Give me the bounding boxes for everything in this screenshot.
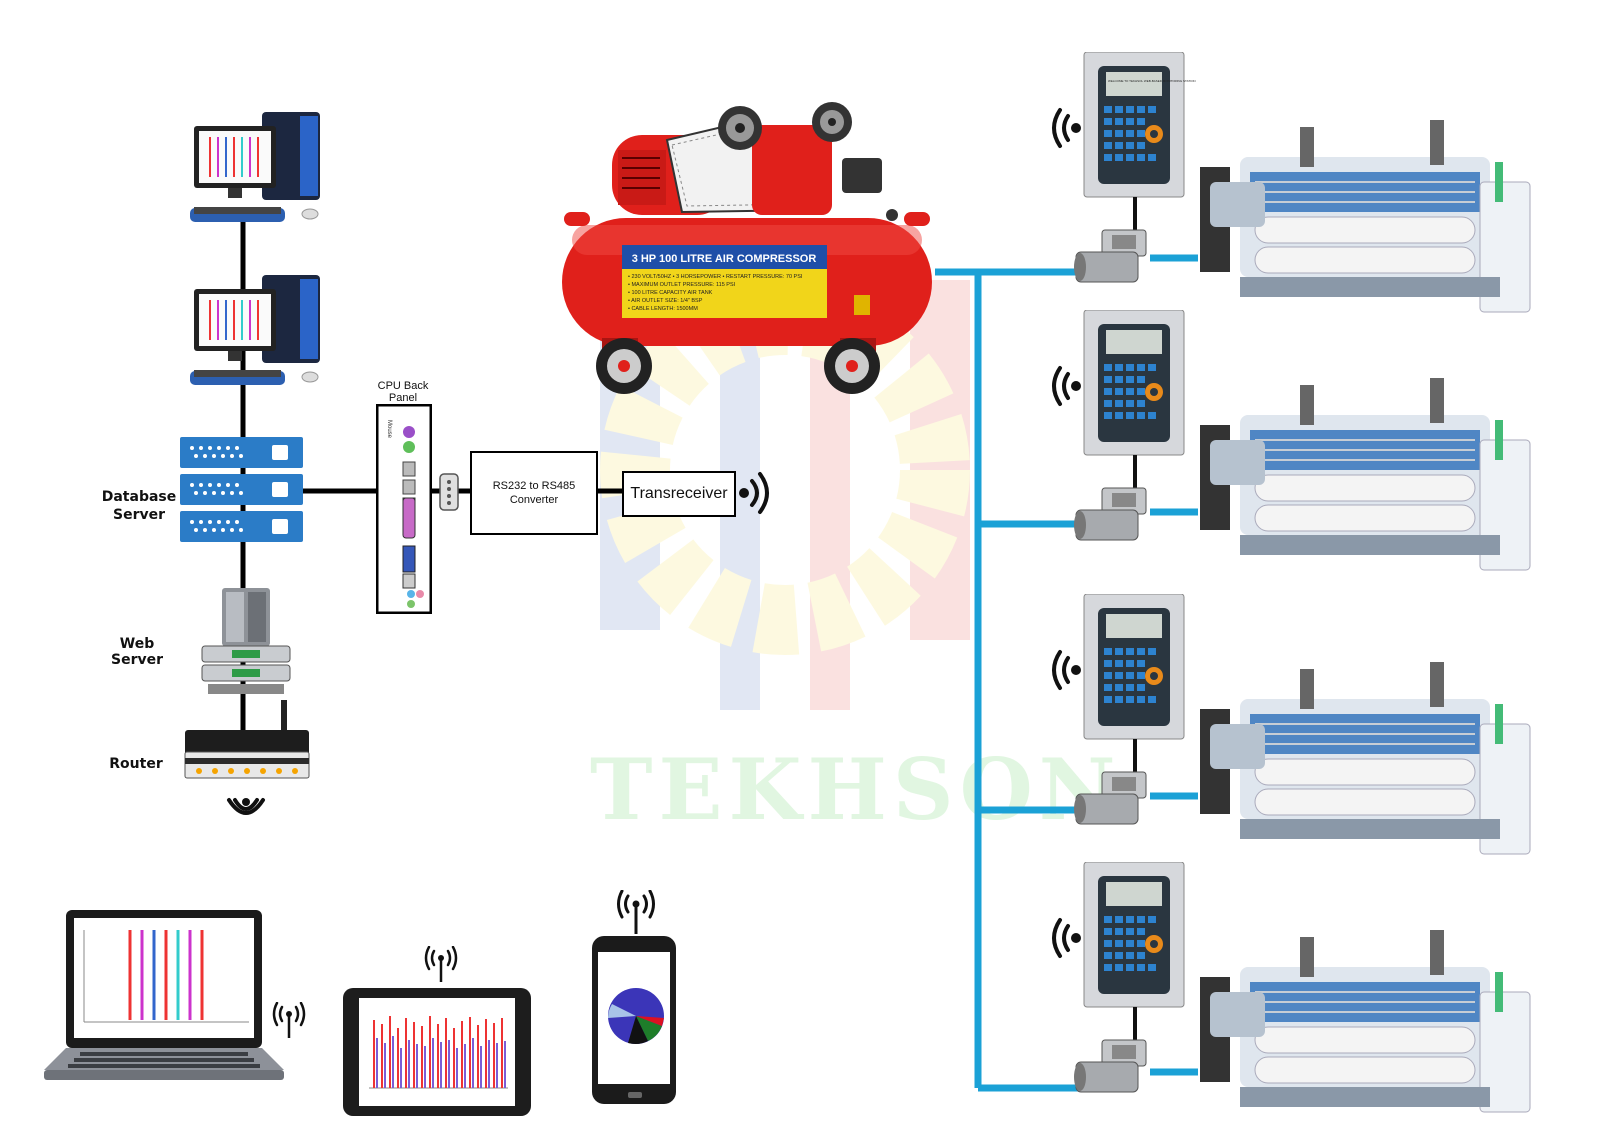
wifi-icon — [227, 798, 265, 815]
air-compressor-icon: 3 HP 100 LITRE AIR COMPRESSOR • 230 VOLT… — [562, 102, 932, 394]
loom-machine-icon — [1200, 662, 1531, 855]
wifi-icon — [424, 946, 458, 982]
cpu-back-panel: Mouse — [376, 404, 432, 614]
transreceiver: Transreceiver — [622, 471, 736, 517]
rs232-rs485-converter: RS232 to RS485 Converter — [470, 451, 598, 535]
monitor-screen-text: WELCOME TO TEKHSOL WEB-BASED MONITORING … — [1108, 79, 1196, 83]
compressor-spec: • CABLE LENGTH: 1500MM — [628, 306, 698, 312]
smartphone-icon — [592, 936, 676, 1104]
wifi-icon — [739, 472, 769, 514]
flow-sensor-icon — [1074, 229, 1147, 283]
machine-station-row-4 — [1052, 862, 1531, 1113]
database-server-label: Database Server — [101, 489, 177, 523]
compressor-spec: • MAXIMUM OUTLET PRESSURE: 115 PSI — [628, 282, 736, 288]
wifi-icon — [272, 1002, 306, 1038]
router-label: Router — [109, 756, 163, 772]
wifi-icon — [1052, 650, 1070, 690]
tablet-icon — [343, 988, 531, 1116]
wifi-icon — [1052, 366, 1070, 406]
cpu-back-panel-label: CPU Back Panel — [377, 380, 429, 404]
converter-label: RS232 to RS485 Converter — [492, 480, 576, 506]
wifi-icon — [617, 890, 655, 934]
machine-station-row-2 — [1052, 310, 1531, 571]
loom-machine-icon — [1200, 378, 1531, 571]
laptop-icon — [44, 910, 284, 1080]
flow-sensor-icon — [1074, 771, 1147, 825]
compressor-spec: • 100 LITRE CAPACITY AIR TANK — [628, 290, 713, 296]
compressor-spec: • AIR OUTLET SIZE: 1/4" BSP — [628, 298, 703, 304]
web-server-label: Web Server — [110, 636, 163, 668]
wifi-icon — [1052, 918, 1070, 958]
desktop-computer-icon — [190, 112, 320, 222]
serial-connector-icon — [439, 473, 459, 511]
desktop-computer-icon — [190, 275, 320, 385]
loom-machine-icon — [1200, 120, 1531, 313]
transreceiver-label: Transreceiver — [630, 485, 728, 502]
svg-text:Mouse: Mouse — [386, 420, 392, 439]
compressor-spec: • 230 VOLT/50HZ • 3 HORSEPOWER • RESTART… — [628, 274, 803, 280]
router-icon — [184, 700, 310, 779]
web-server-icon — [201, 588, 291, 694]
wifi-icon — [1052, 108, 1070, 148]
loom-machine-icon — [1200, 930, 1531, 1113]
server-rack-icon — [180, 437, 303, 542]
flow-sensor-icon — [1074, 487, 1147, 541]
machine-station-row-3 — [1052, 594, 1531, 855]
flow-sensor-icon — [1074, 1039, 1147, 1093]
compressor-title: 3 HP 100 LITRE AIR COMPRESSOR — [632, 253, 817, 265]
machine-station-row-1: WELCOME TO TEKHSOL WEB-BASED MONITORING … — [1052, 52, 1531, 313]
watermark-text: TEKHSON — [590, 740, 1122, 839]
